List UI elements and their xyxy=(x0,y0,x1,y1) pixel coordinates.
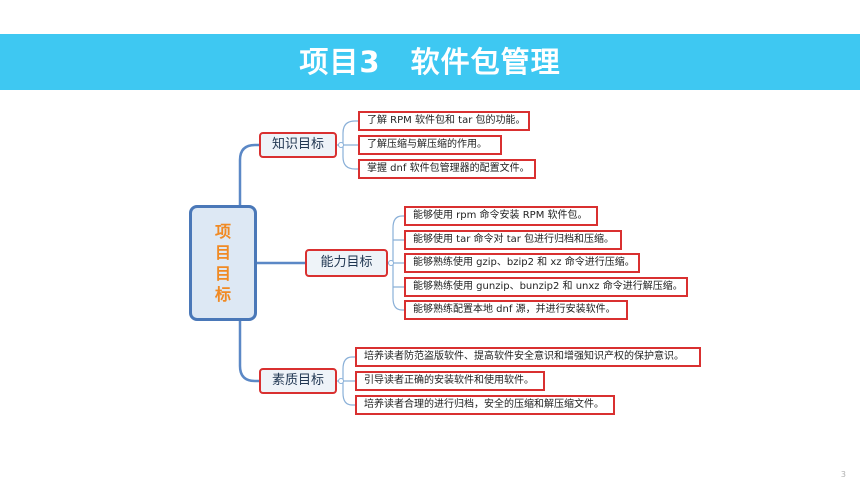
quality-collapse-dot xyxy=(338,378,344,384)
leaf-ability-3[interactable]: 能够熟练使用 gzip、bzip2 和 xz 命令进行压缩。 xyxy=(404,253,640,273)
leaf-ability-5[interactable]: 能够熟练配置本地 dnf 源，并进行安装软件。 xyxy=(404,300,628,320)
leaf-quality-2[interactable]: 引导读者正确的安装软件和使用软件。 xyxy=(355,371,545,391)
leaf-knowledge-3[interactable]: 掌握 dnf 软件包管理器的配置文件。 xyxy=(358,159,536,179)
branch-quality-goals[interactable]: 素质目标 xyxy=(259,368,337,394)
branch-label: 素质目标 xyxy=(271,373,324,388)
leaf-quality-3[interactable]: 培养读者合理的进行归档，安全的压缩和解压缩文件。 xyxy=(355,395,615,415)
title-banner: 项目3 软件包管理 xyxy=(0,34,860,90)
leaf-quality-1[interactable]: 培养读者防范盗版软件、提高软件安全意识和增强知识产权的保护意识。 xyxy=(355,347,701,367)
root-label: 项目目标 xyxy=(215,222,232,304)
mindmap-root-node[interactable]: 项目目标 xyxy=(189,205,257,321)
branch-label: 能力目标 xyxy=(320,255,373,270)
leaf-ability-2[interactable]: 能够使用 tar 命令对 tar 包进行归档和压缩。 xyxy=(404,230,622,250)
branch-label: 知识目标 xyxy=(271,137,324,152)
leaf-knowledge-2[interactable]: 了解压缩与解压缩的作用。 xyxy=(358,135,502,155)
leaf-knowledge-1[interactable]: 了解 RPM 软件包和 tar 包的功能。 xyxy=(358,111,530,131)
leaf-ability-4[interactable]: 能够熟练使用 gunzip、bunzip2 和 unxz 命令进行解压缩。 xyxy=(404,277,688,297)
ability-collapse-dot xyxy=(388,260,394,266)
page-title: 项目3 软件包管理 xyxy=(299,45,561,79)
connector-root-knowledge xyxy=(238,143,259,205)
page-number: 3 xyxy=(840,470,846,479)
branch-ability-goals[interactable]: 能力目标 xyxy=(305,249,388,277)
knowledge-collapse-dot xyxy=(338,142,344,148)
branch-knowledge-goals[interactable]: 知识目标 xyxy=(259,132,337,158)
leaf-ability-1[interactable]: 能够使用 rpm 命令安装 RPM 软件包。 xyxy=(404,206,598,226)
connector-root-quality xyxy=(238,321,259,383)
